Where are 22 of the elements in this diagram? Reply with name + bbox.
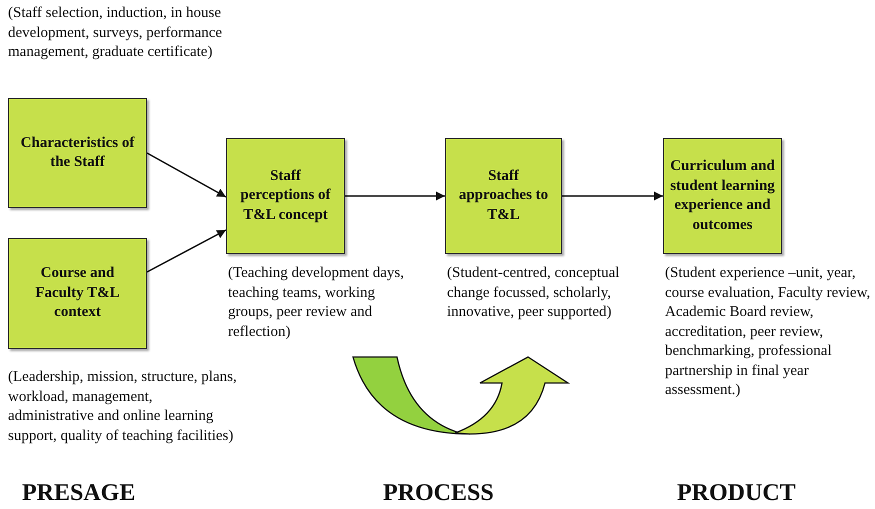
stage-label: PROCESS (383, 480, 494, 507)
arrow (562, 192, 663, 200)
box-title: Course and Faculty T&L context (34, 264, 121, 322)
box-title: Curriculum and student learning experience and outcomes (669, 157, 776, 234)
process-box (8, 98, 147, 208)
note-text: (Teaching development days, teaching teams, working groups, peer review and reflection) (228, 264, 405, 342)
note-text: (Staff selection, induction, in house development, surveys, performance management, graduate certificate) (8, 4, 224, 62)
note-text: (Student-centred, conceptual change focussed, scholarly, innovative, peer supported) (447, 264, 620, 322)
process-box (226, 138, 345, 254)
box-title: Staff approaches to T&L (458, 166, 550, 225)
note-text: (Leadership, mission, structure, plans, workload, management, administrative and online learning support, quality of teaching facilities) (8, 368, 238, 446)
process-box (8, 238, 147, 349)
box-title: Staff perceptions of T&L concept (239, 166, 332, 225)
arrow (146, 229, 226, 273)
process-box (663, 138, 782, 254)
box-title: Characteristics of the Staff (20, 134, 136, 172)
note-text: (Student experience –unit, year, course evaluation, Faculty review, Academic Board review, accreditation, peer review, benchmarking, professional partnership in final year assessment.) (665, 264, 872, 400)
process-box (445, 138, 562, 254)
arrow (345, 192, 445, 200)
stage-label: PRESAGE (22, 480, 136, 507)
arrow (146, 152, 226, 198)
stage-label: PRODUCT (677, 480, 796, 507)
